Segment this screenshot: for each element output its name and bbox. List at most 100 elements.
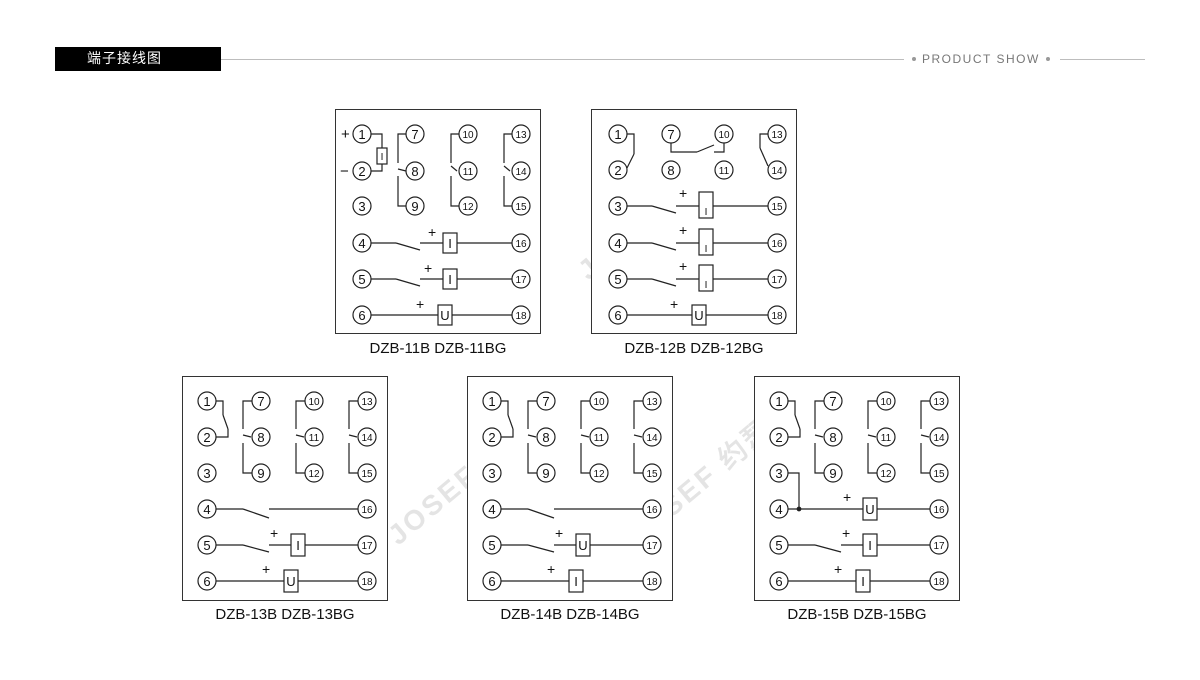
coil-label: U	[440, 308, 449, 323]
svg-text:2: 2	[358, 164, 365, 179]
svg-text:5: 5	[203, 538, 210, 553]
terminal: 18	[357, 571, 377, 591]
terminal: 1	[197, 391, 217, 411]
coil-label: I	[705, 244, 708, 255]
terminal: 11	[304, 427, 324, 447]
terminal: 8	[661, 160, 681, 180]
terminal: 17	[357, 535, 377, 555]
terminal: 12	[304, 463, 324, 483]
terminal: 14	[357, 427, 377, 447]
terminal: 9	[405, 196, 425, 216]
svg-text:18: 18	[646, 577, 658, 588]
svg-text:10: 10	[462, 130, 474, 141]
svg-text:14: 14	[515, 167, 527, 178]
plus-sign: +	[679, 185, 687, 201]
terminal: 2	[769, 427, 789, 447]
svg-text:12: 12	[308, 469, 320, 480]
svg-text:3: 3	[488, 466, 495, 481]
svg-text:1: 1	[203, 394, 210, 409]
terminal: 18	[767, 305, 787, 325]
plus-sign: +	[262, 561, 270, 577]
terminal: 10	[304, 391, 324, 411]
wiring	[501, 400, 643, 593]
terminal: 16	[511, 233, 531, 253]
coil-label: I	[448, 236, 452, 251]
svg-text:15: 15	[361, 469, 373, 480]
svg-text:17: 17	[933, 541, 945, 552]
terminal: 18	[929, 571, 949, 591]
terminal: 9	[536, 463, 556, 483]
wiring-diagram-dzb-12b: 1 2 3 4 5 6 7 8 10 11 13 14 15 16 17 18 …	[591, 109, 797, 334]
terminal: 15	[357, 463, 377, 483]
svg-text:8: 8	[542, 430, 549, 445]
svg-text:6: 6	[488, 574, 495, 589]
terminal: 17	[767, 269, 787, 289]
svg-text:7: 7	[411, 127, 418, 142]
svg-text:3: 3	[614, 199, 621, 214]
diagram-caption: DZB-12B DZB-12BG	[624, 340, 764, 357]
terminal: 7	[251, 391, 271, 411]
svg-text:10: 10	[718, 130, 730, 141]
terminal: 5	[197, 535, 217, 555]
wiring	[371, 133, 512, 326]
terminal: 14	[642, 427, 662, 447]
terminal: 13	[767, 124, 787, 144]
terminal: 16	[767, 233, 787, 253]
svg-text:11: 11	[719, 166, 730, 177]
svg-text:4: 4	[775, 502, 782, 517]
coil-label: I	[705, 280, 708, 291]
terminal: 3	[197, 463, 217, 483]
svg-text:11: 11	[594, 433, 605, 444]
svg-text:14: 14	[646, 433, 658, 444]
coil-label: I	[705, 207, 708, 218]
terminal: 2	[482, 427, 502, 447]
plus-sign: +	[843, 489, 851, 505]
terminal: 3	[608, 196, 628, 216]
header-divider-right	[1060, 59, 1145, 60]
wiring	[788, 400, 930, 593]
svg-text:17: 17	[646, 541, 658, 552]
terminal: 18	[642, 571, 662, 591]
plus-sign: +	[547, 561, 555, 577]
terminal: 14	[929, 427, 949, 447]
svg-text:13: 13	[361, 397, 373, 408]
terminal: 16	[929, 499, 949, 519]
terminal: 12	[589, 463, 609, 483]
svg-text:14: 14	[933, 433, 945, 444]
svg-text:15: 15	[646, 469, 658, 480]
terminal: 3	[482, 463, 502, 483]
coil-label: I	[861, 574, 865, 589]
terminal: 9	[251, 463, 271, 483]
terminal: 5	[482, 535, 502, 555]
svg-text:18: 18	[771, 311, 783, 322]
terminal: 15	[511, 196, 531, 216]
svg-text:16: 16	[515, 239, 527, 250]
svg-text:6: 6	[775, 574, 782, 589]
svg-text:15: 15	[771, 202, 783, 213]
terminal: 14	[511, 161, 531, 181]
terminal: 7	[661, 124, 681, 144]
svg-text:11: 11	[881, 433, 892, 444]
svg-text:2: 2	[775, 430, 782, 445]
svg-text:12: 12	[462, 202, 474, 213]
wiring-diagram-dzb-11b: 1 2 3 4 5 6 7 8 9 10 11 12 13 14 15 16 1…	[335, 109, 541, 334]
svg-text:1: 1	[488, 394, 495, 409]
svg-text:17: 17	[771, 275, 783, 286]
svg-text:13: 13	[646, 397, 658, 408]
wiring-diagram-dzb-13b: 1 2 3 4 5 6 7 8 9 10 11 12 13 14 15 16 1…	[182, 376, 388, 601]
coil-label: I	[296, 538, 300, 553]
terminal: 1	[482, 391, 502, 411]
svg-text:5: 5	[775, 538, 782, 553]
svg-text:5: 5	[488, 538, 495, 553]
svg-text:6: 6	[358, 308, 365, 323]
product-show-label: PRODUCT SHOW	[906, 51, 1056, 67]
header-divider-left	[221, 59, 904, 60]
coil-label: U	[865, 502, 874, 517]
terminal: 18	[511, 305, 531, 325]
terminal: 9	[823, 463, 843, 483]
svg-text:5: 5	[614, 272, 621, 287]
terminal: 5	[769, 535, 789, 555]
svg-text:16: 16	[646, 505, 658, 516]
terminal: 13	[511, 124, 531, 144]
polarity-plus: +	[341, 126, 350, 143]
